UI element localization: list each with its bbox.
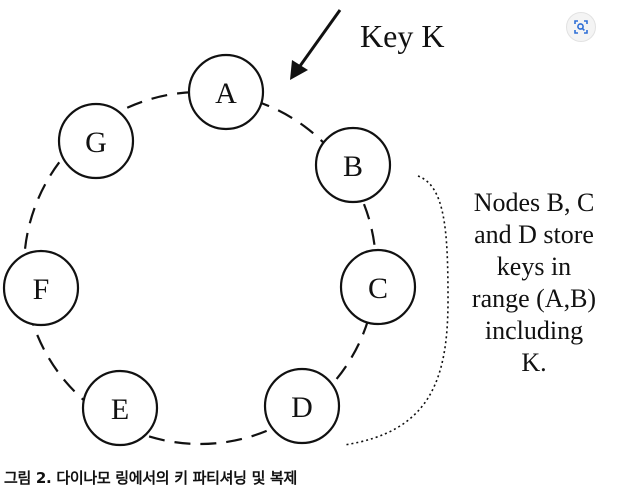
key-arrow xyxy=(290,9,342,80)
node-label-b: B xyxy=(343,150,363,183)
node-label-c: C xyxy=(368,272,388,305)
image-search-icon xyxy=(574,20,588,34)
node-label-d: D xyxy=(291,391,313,424)
note-line-4: range (A,B) xyxy=(472,284,596,313)
node-g: G xyxy=(57,102,135,180)
node-a: A xyxy=(187,53,265,131)
note-line-3: keys in xyxy=(497,252,571,281)
key-label: Key K xyxy=(360,18,444,54)
node-c: C xyxy=(339,248,417,326)
node-label-g: G xyxy=(85,126,107,159)
replica-range-bracket xyxy=(343,175,449,446)
dynamo-ring-diagram: Key K A B C D E F G Nodes B, C and D sto… xyxy=(2,9,596,447)
note-line-5: including xyxy=(485,316,583,345)
image-search-button[interactable] xyxy=(566,12,596,42)
note-line-2: and D store xyxy=(474,220,594,249)
node-d: D xyxy=(263,367,341,445)
replica-note: Nodes B, C and D store keys in range (A,… xyxy=(472,188,596,377)
node-e: E xyxy=(81,369,159,447)
node-label-a: A xyxy=(215,77,237,110)
note-line-6: K. xyxy=(521,348,546,377)
node-b: B xyxy=(314,126,392,204)
figure-caption: 그림 2. 다이나모 링에서의 키 파티셔닝 및 복제 xyxy=(4,469,297,487)
node-label-f: F xyxy=(33,273,50,306)
note-line-1: Nodes B, C xyxy=(474,188,595,217)
node-f: F xyxy=(2,249,80,327)
node-label-e: E xyxy=(111,393,129,426)
